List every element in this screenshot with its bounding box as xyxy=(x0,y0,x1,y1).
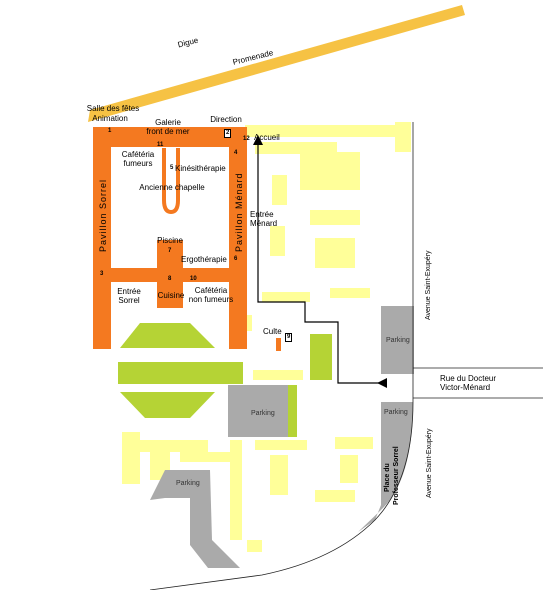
parking-label-east: Parking xyxy=(386,337,410,344)
cafeteria-nf-label-1: Cafétéria xyxy=(194,286,228,295)
galerie-label-1: Galerie xyxy=(155,118,181,127)
parking-area-east xyxy=(381,306,414,374)
building-south-5 xyxy=(230,440,242,540)
marker-8: 8 xyxy=(168,276,172,282)
parking-label-place: Parking xyxy=(384,409,408,416)
building-east-1 xyxy=(255,142,337,154)
streets xyxy=(149,122,543,590)
pavillon-sorrel-wing xyxy=(93,127,111,349)
route-arrowhead-accueil xyxy=(253,135,263,145)
building-east-7 xyxy=(262,292,310,302)
cafeteria-fumeurs-label-1: Cafétéria xyxy=(121,150,155,159)
building-east-8 xyxy=(330,288,370,298)
digue-band xyxy=(88,5,465,122)
green-area-middle xyxy=(118,362,243,384)
pavillon-menard-wing xyxy=(229,127,247,349)
galerie-label-2: front de mer xyxy=(146,127,190,136)
building-east-2 xyxy=(300,152,360,190)
entree-menard-label-2: Ménard xyxy=(250,219,278,228)
pavillon-menard-label: Pavillon Ménard xyxy=(234,172,244,252)
entree-sorrel-label-1: Entrée xyxy=(117,287,141,296)
cafeteria-nf-label-2: non fumeurs xyxy=(188,295,234,304)
ergotherapie-label: Ergothérapie xyxy=(181,255,227,264)
parking-areas xyxy=(150,306,414,568)
cafeteria-fumeurs-label-2: fumeurs xyxy=(123,159,153,168)
place-sorrel-label-1: Place du xyxy=(384,463,391,492)
parking-label-central: Parking xyxy=(251,410,275,417)
route-arrowhead-entry xyxy=(377,378,387,388)
building-east-10 xyxy=(253,370,303,380)
marker-6: 6 xyxy=(234,256,238,262)
marker-2: 2 xyxy=(224,129,232,138)
building-south-4 xyxy=(180,452,230,462)
marker-11: 11 xyxy=(157,142,164,148)
building-east-3 xyxy=(272,175,287,205)
animation-label: Animation xyxy=(92,114,128,123)
parking-label-south: Parking xyxy=(176,480,200,487)
building-top-right xyxy=(395,122,411,152)
marker-3: 3 xyxy=(100,271,104,277)
cuisine-label: Cuisine xyxy=(157,291,185,300)
building-south-9 xyxy=(340,455,358,483)
hospital-building xyxy=(93,127,281,351)
marker-10: 10 xyxy=(190,276,197,282)
building-south-1 xyxy=(122,432,140,484)
yellow-buildings xyxy=(122,122,411,552)
building-south-7 xyxy=(270,455,288,495)
building-east-6 xyxy=(315,238,355,268)
marker-4: 4 xyxy=(234,150,238,156)
avenue-curve xyxy=(149,401,414,590)
kinesitherapie-label: Kinésithérapie xyxy=(175,164,226,173)
green-area-south xyxy=(120,392,215,418)
parking-area-south xyxy=(150,470,240,568)
building-south-10 xyxy=(315,490,355,502)
salle-fetes-label: Salle des fêtes xyxy=(86,104,140,113)
culte-block xyxy=(276,338,281,351)
route-to-accueil xyxy=(257,143,385,384)
marker-9: 9 xyxy=(285,333,293,342)
parking-area-central xyxy=(228,385,288,437)
marker-1: 1 xyxy=(108,128,112,134)
green-areas xyxy=(118,323,332,437)
rue-docteur-label-2: Victor-Ménard xyxy=(440,383,491,392)
building-south-8 xyxy=(335,437,373,449)
building-east-4 xyxy=(310,210,360,225)
building-south-6 xyxy=(255,440,307,450)
ancienne-chapelle xyxy=(162,148,180,215)
entree-sorrel-label-2: Sorrel xyxy=(118,296,140,305)
pavillon-sorrel-label: Pavillon Sorrel xyxy=(98,178,108,252)
direction-label: Direction xyxy=(210,115,242,124)
marker-7: 7 xyxy=(168,248,172,254)
building-south-11 xyxy=(247,540,262,552)
entree-menard-label-1: Entrée xyxy=(250,210,274,219)
ancienne-chapelle-label: Ancienne chapelle xyxy=(139,183,205,192)
building-south-2 xyxy=(138,440,208,452)
piscine-label: Piscine xyxy=(157,236,183,245)
place-sorrel-label-2: Professeur Sorrel xyxy=(393,446,400,505)
parking-area-place-sorrel xyxy=(358,402,413,532)
north-wing xyxy=(93,127,247,147)
marker-5: 5 xyxy=(170,165,174,171)
culte-label: Culte xyxy=(263,327,282,336)
avenue-saint-exupery-label-2: Avenue Saint-Exupéry xyxy=(426,428,433,498)
marker-12: 12 xyxy=(243,136,250,142)
rue-docteur-label-1: Rue du Docteur xyxy=(440,374,497,383)
green-area-north xyxy=(120,323,215,348)
accueil-label: Accueil xyxy=(254,133,280,142)
cuisine-block xyxy=(157,272,183,308)
building-accueil-wing xyxy=(245,125,410,137)
green-area-east xyxy=(310,334,332,380)
piscine-block xyxy=(157,240,183,272)
building-east-5 xyxy=(270,226,285,256)
avenue-saint-exupery-label-1: Avenue Saint-Exupéry xyxy=(425,250,432,320)
